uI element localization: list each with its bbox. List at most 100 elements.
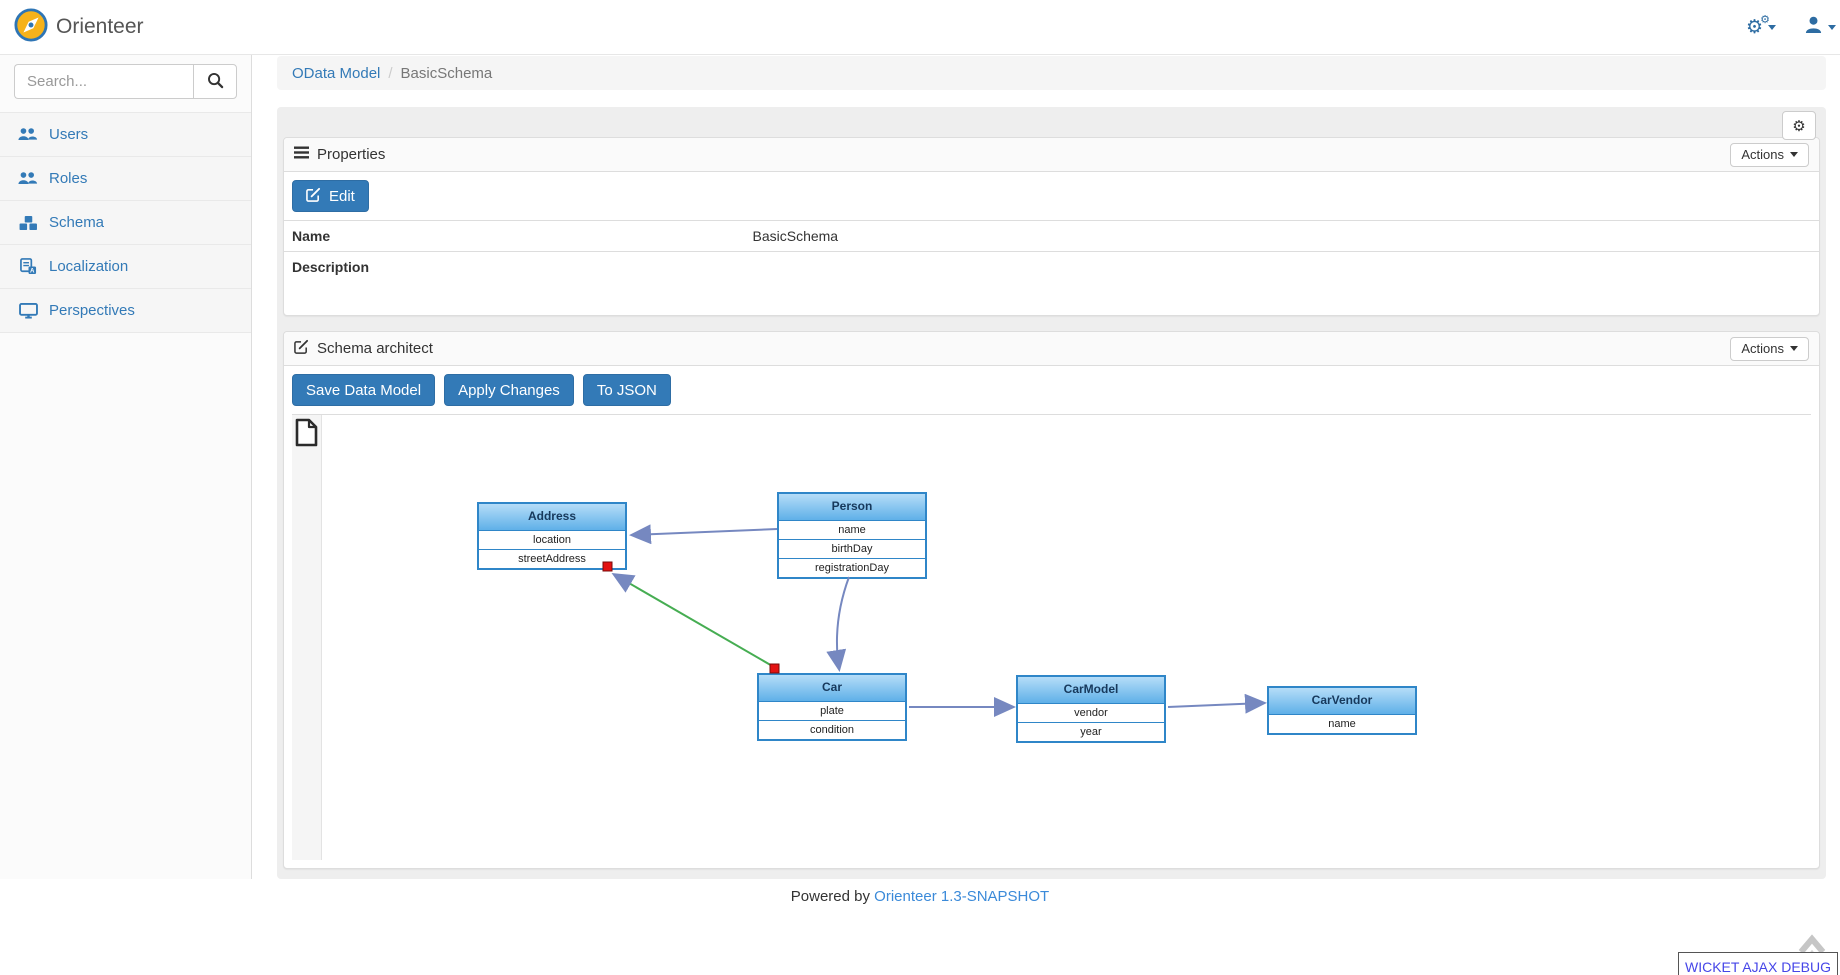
top-navbar: Orienteer ⚙⚙	[0, 0, 1840, 55]
wicket-ajax-debug[interactable]: WICKET AJAX DEBUG	[1678, 952, 1838, 975]
sidebar-item-localization[interactable]: A Localization	[0, 245, 251, 289]
properties-panel: Properties Actions	[283, 137, 1820, 316]
search-input[interactable]	[14, 64, 193, 99]
hamburger-icon	[294, 146, 309, 163]
caret-down-icon	[1790, 346, 1798, 351]
connection-person-car	[826, 576, 850, 672]
entity-field[interactable]: year	[1018, 722, 1164, 741]
edit-square-icon	[306, 187, 321, 206]
properties-panel-title: Properties	[317, 146, 386, 163]
breadcrumb: OData Model / BasicSchema	[277, 56, 1826, 90]
sidebar-item-label: Roles	[49, 170, 88, 187]
cogs-icon: ⚙⚙	[1745, 12, 1770, 38]
entity-field[interactable]: name	[1269, 714, 1415, 733]
connection-person-address	[629, 524, 778, 545]
diagram-toolbar	[292, 415, 322, 860]
new-page-icon[interactable]	[295, 418, 319, 448]
apply-changes-button[interactable]: Apply Changes	[444, 374, 574, 406]
sidebar-item-label: Localization	[49, 258, 129, 275]
actions-label: Actions	[1741, 147, 1784, 162]
entity-field[interactable]: location	[479, 530, 625, 549]
schema-architect-heading: Schema architect Actions	[284, 332, 1819, 366]
entity-title: Address	[479, 504, 625, 530]
settings-dropdown[interactable]: ⚙⚙	[1745, 12, 1776, 38]
footer-text: Powered by	[790, 888, 875, 905]
property-label: Name	[292, 228, 331, 244]
users-icon	[18, 171, 38, 186]
entity-field[interactable]: streetAddress	[479, 549, 625, 568]
main-content: OData Model / BasicSchema ⚙	[252, 55, 1840, 879]
desktop-icon	[18, 302, 38, 319]
entity-title: CarVendor	[1269, 688, 1415, 714]
sidebar-item-perspectives[interactable]: Perspectives	[0, 289, 251, 333]
property-row-name: Name BasicSchema	[284, 220, 1819, 251]
schema-architect-title: Schema architect	[317, 340, 433, 357]
sidebar-item-schema[interactable]: Schema	[0, 201, 251, 245]
property-value: BasicSchema	[752, 228, 839, 244]
page-footer: Powered by Orienteer 1.3-SNAPSHOT	[0, 879, 1840, 914]
users-icon	[18, 127, 38, 142]
breadcrumb-link-odata-model[interactable]: OData Model	[292, 64, 381, 82]
gear-icon: ⚙	[1792, 116, 1806, 135]
connection-car-address	[611, 572, 775, 668]
entity-field[interactable]: birthDay	[779, 539, 925, 558]
brand-title: Orienteer	[56, 15, 144, 38]
footer-version-link[interactable]: Orienteer 1.3-SNAPSHOT	[874, 888, 1050, 905]
navbar-right: ⚙⚙	[1745, 12, 1840, 39]
property-row-description: Description	[284, 251, 1819, 315]
architect-body: Save Data Model Apply Changes To JSON	[284, 366, 1819, 868]
actions-label: Actions	[1741, 341, 1784, 356]
wicket-ajax-debug-label: WICKET AJAX DEBUG	[1685, 959, 1831, 975]
connection-carmodel-carvendor	[1167, 693, 1267, 714]
edit-square-icon	[294, 339, 309, 358]
sidebar-item-users[interactable]: Users	[0, 113, 251, 157]
sidebar-item-label: Users	[49, 126, 89, 143]
search-button[interactable]	[193, 64, 237, 99]
entity-field[interactable]: plate	[759, 701, 905, 720]
container-settings-button[interactable]: ⚙	[1782, 111, 1816, 140]
search-group	[14, 64, 237, 99]
user-dropdown[interactable]	[1804, 15, 1836, 39]
sidebar-menu: Users Roles	[0, 112, 251, 333]
connections-layer	[602, 524, 1267, 717]
entity-field[interactable]: vendor	[1018, 703, 1164, 722]
search-icon	[207, 72, 224, 92]
cubes-icon	[18, 215, 38, 231]
property-label: Description	[292, 259, 370, 275]
caret-down-icon	[1768, 24, 1776, 30]
sidebar-item-roles[interactable]: Roles	[0, 157, 251, 201]
save-data-model-button[interactable]: Save Data Model	[292, 374, 436, 406]
orienteer-logo-icon	[14, 7, 48, 47]
property-value	[745, 252, 1820, 315]
sidebar-item-label: Perspectives	[49, 302, 135, 319]
schema-architect-panel: Schema architect Actions Save Data Model…	[283, 331, 1820, 869]
svg-text:A: A	[30, 268, 35, 275]
content-container: ⚙ Properties	[277, 107, 1826, 879]
breadcrumb-separator: /	[388, 64, 393, 82]
properties-toolbar: Edit	[284, 172, 1819, 220]
entity-field[interactable]: name	[779, 520, 925, 539]
to-json-button[interactable]: To JSON	[582, 374, 671, 406]
edit-button[interactable]: Edit	[292, 180, 369, 212]
language-icon: A	[18, 258, 38, 275]
caret-down-icon	[1790, 152, 1798, 157]
architect-actions-button[interactable]: Actions	[1730, 336, 1809, 361]
layout: Users Roles	[0, 55, 1840, 879]
properties-actions-button[interactable]: Actions	[1730, 142, 1809, 167]
brand[interactable]: Orienteer	[14, 7, 144, 47]
architect-toolbar: Save Data Model Apply Changes To JSON	[292, 374, 1811, 406]
edit-button-label: Edit	[329, 187, 355, 205]
entity-title: Car	[759, 675, 905, 701]
entity-field[interactable]: condition	[759, 720, 905, 739]
connection-endpoint	[769, 663, 780, 674]
breadcrumb-current: BasicSchema	[400, 64, 493, 82]
entity-field[interactable]: registrationDay	[779, 558, 925, 577]
user-icon	[1804, 15, 1823, 39]
